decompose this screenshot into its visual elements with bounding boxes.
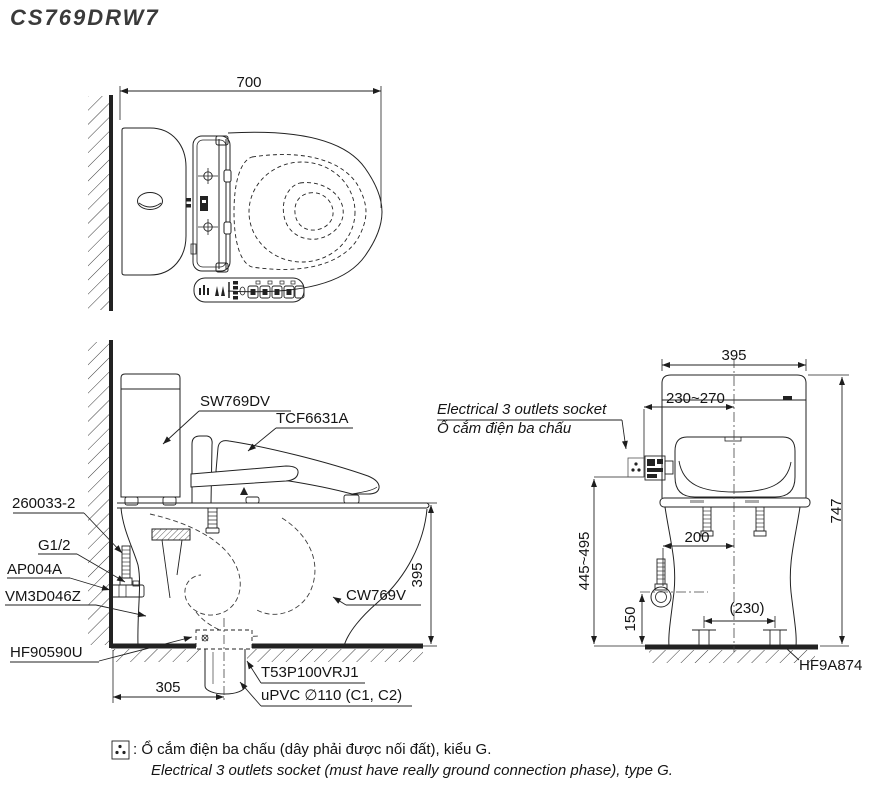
dim-side-trap-distance: 305 [155, 679, 181, 696]
dim-front-width: 395 [721, 347, 747, 364]
top-view-drawing [88, 86, 383, 311]
footnote-vietnamese: : Ổ cắm điện ba chấu (dây phải được nối … [133, 741, 492, 758]
dim-side-height: 395 [409, 562, 426, 588]
dim-total-height: 747 [828, 498, 845, 524]
dim-socket-height: 445~495 [576, 531, 593, 591]
part-label-drain-pipe: uPVC ∅110 (C1, C2) [261, 687, 403, 704]
dim-supply-offset: 200 [684, 529, 710, 546]
part-label-floor-set: HF9A874 [799, 657, 863, 674]
part-label-floor-fixing: HF90590U [10, 644, 83, 661]
dim-top-width: 700 [236, 74, 262, 91]
power-socket-icon [627, 457, 645, 478]
footnote-english: Electrical 3 outlets socket (must have r… [151, 762, 673, 779]
front-view-drawing [437, 358, 849, 663]
part-label-stop-valve: AP004A [7, 561, 63, 578]
side-view-drawing [5, 340, 437, 707]
part-label-bowl: CW769V [346, 587, 407, 604]
dim-valve-height: 150 [622, 606, 639, 632]
page-title: CS769DRW7 [10, 5, 160, 30]
socket-label-vi: Ổ cắm điện ba chấu [437, 420, 572, 437]
dim-socket-offset: 230~270 [666, 390, 725, 407]
part-label-flange: T53P100VRJ1 [261, 664, 359, 681]
part-label-cistern: SW769DV [200, 393, 271, 410]
part-label-supply-pipe: 260033-2 [12, 495, 76, 512]
part-label-washlet: TCF6631A [276, 410, 349, 427]
socket-symbol-icon [111, 740, 130, 760]
dim-bolt-spacing: (230) [729, 600, 765, 617]
socket-label-en: Electrical 3 outlets socket [437, 401, 607, 418]
part-label-hose: VM3D046Z [5, 588, 81, 605]
part-label-thread: G1/2 [38, 537, 71, 554]
